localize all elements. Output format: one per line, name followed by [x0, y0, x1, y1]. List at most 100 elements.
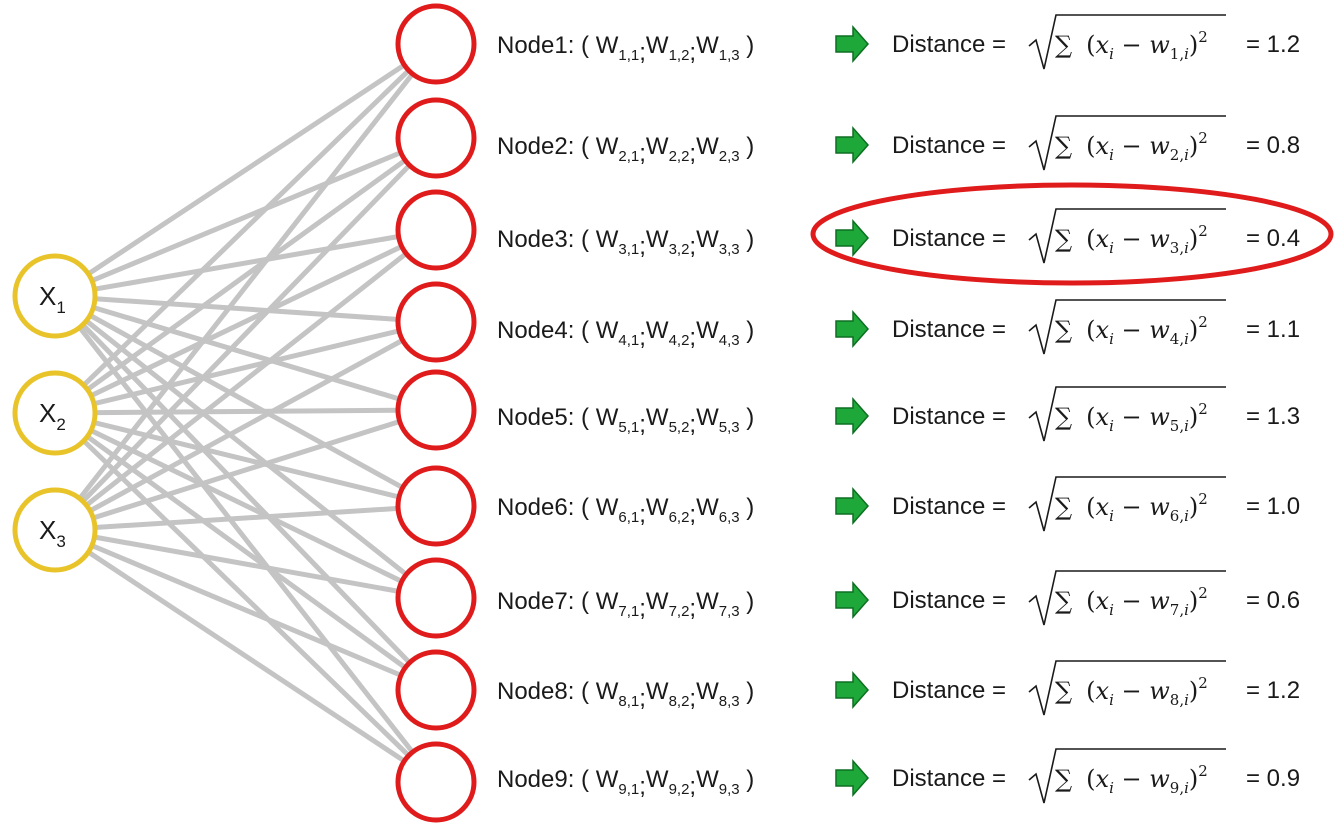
distance-row: Node5: ( W5,1;W5,2;W5,3 ) Distance = ∑(xi …: [497, 386, 1300, 442]
node-weights-label: Node5: ( W5,1;W5,2;W5,3 ): [497, 404, 754, 438]
distance-label: Distance =: [892, 677, 1006, 704]
connection-line: [54, 227, 437, 299]
arrow-right-icon: [835, 397, 870, 435]
distance-formula: ∑(xi − w5,i)2: [1055, 400, 1208, 435]
distance-value: = 0.6: [1246, 587, 1300, 614]
sqrt-sign: [1028, 115, 1226, 171]
distance-formula: ∑(xi − w4,i)2: [1055, 313, 1208, 348]
distance-formula: ∑(xi − w3,i)2: [1055, 222, 1208, 257]
connection-line: [54, 503, 437, 533]
distance-formula: ∑(xi − w1,i)2: [1055, 28, 1208, 63]
connection-line: [53, 227, 438, 416]
distance-formula: ∑(xi − w9,i)2: [1055, 762, 1208, 797]
distance-formula: ∑(xi − w8,i)2: [1055, 674, 1208, 709]
arrow-right-icon: [835, 310, 870, 348]
connection-line: [54, 410, 437, 509]
output-node: [395, 465, 477, 547]
arrow-right-icon: [835, 219, 870, 257]
distance-label: Distance =: [892, 132, 1006, 159]
connection-line: [53, 527, 438, 785]
distance-value: = 1.2: [1246, 677, 1300, 704]
node-weights-label: Node3: ( W3,1;W3,2;W3,3 ): [497, 226, 754, 260]
node-weights-label: Node7: ( W7,1;W7,2;W7,3 ): [497, 588, 754, 622]
distance-row: Node8: ( W8,1;W8,2;W8,3 ) Distance = ∑(xi …: [497, 660, 1300, 716]
distance-value: = 0.4: [1246, 225, 1300, 252]
distance-label: Distance =: [892, 225, 1006, 252]
connection-line: [53, 410, 438, 601]
connection-line: [53, 410, 438, 693]
sqrt-sign: [1028, 748, 1226, 804]
distance-formula: ∑(xi − w7,i)2: [1055, 584, 1208, 619]
sqrt-sign: [1028, 14, 1226, 70]
connection-line: [54, 407, 437, 533]
sqrt-sign: [1028, 208, 1226, 264]
connection-line: [54, 527, 437, 601]
distance-formula: ∑(xi − w2,i)2: [1055, 129, 1208, 164]
connection-line: [53, 41, 438, 299]
output-node: [395, 281, 477, 363]
sqrt-sign: [1028, 476, 1226, 532]
connection-line: [53, 42, 438, 415]
output-layer: [395, 3, 477, 823]
distance-row: Node4: ( W4,1;W4,2;W4,3 ) Distance = ∑(xi …: [497, 299, 1300, 355]
output-node: [395, 369, 477, 451]
distance-row: Node9: ( W9,1;W9,2;W9,3 ) Distance = ∑(xi …: [497, 748, 1300, 804]
highlight-ellipse: [810, 182, 1334, 286]
node-weights-label: Node4: ( W4,1;W4,2;W4,3 ): [497, 317, 754, 351]
output-node: [395, 649, 477, 731]
input-circle: [12, 487, 98, 573]
connection-line: [53, 294, 438, 600]
input-node: X1: [12, 253, 98, 339]
distance-label: Distance =: [892, 31, 1006, 58]
distance-label: Distance =: [892, 493, 1006, 520]
connection-line: [53, 42, 438, 532]
distance-value: = 1.2: [1246, 31, 1300, 58]
distance-value: = 1.3: [1246, 403, 1300, 430]
distance-value: = 0.8: [1246, 132, 1300, 159]
node-weights-label: Node1: ( W1,1;W1,2;W1,3 ): [497, 32, 754, 66]
arrow-right-icon: [835, 25, 870, 63]
connection-line: [54, 293, 437, 325]
connection-line: [53, 135, 438, 416]
sqrt-sign: [1028, 570, 1226, 626]
distance-rows: Node1: ( W1,1;W1,2;W1,3 ) Distance = ∑(xi …: [497, 14, 1334, 804]
distance-label: Distance =: [892, 765, 1006, 792]
sqrt-sign: [1028, 660, 1226, 716]
input-node: X3: [12, 487, 98, 573]
connection-line: [53, 411, 438, 784]
node-weights-label: Node9: ( W9,1;W9,2;W9,3 ): [497, 766, 754, 800]
connection-line: [54, 527, 437, 693]
distance-value: = 1.1: [1246, 316, 1300, 343]
distance-row: Node1: ( W1,1;W1,2;W1,3 ) Distance = ∑(xi …: [497, 14, 1300, 70]
connection-line: [53, 136, 438, 532]
input-label: X1: [39, 281, 66, 317]
connection-lines: [53, 41, 438, 785]
node-weights-label: Node6: ( W6,1;W6,2;W6,3 ): [497, 494, 754, 528]
input-circle: [12, 253, 98, 339]
arrow-right-icon: [835, 671, 870, 709]
output-node: [395, 3, 477, 85]
input-node: X2: [12, 370, 98, 456]
connection-line: [53, 228, 438, 532]
connection-line: [53, 293, 438, 509]
output-node: [395, 189, 477, 271]
distance-label: Distance =: [892, 316, 1006, 343]
arrow-right-icon: [835, 487, 870, 525]
output-node: [395, 557, 477, 639]
connection-line: [54, 407, 437, 416]
sqrt-sign: [1028, 299, 1226, 355]
sqrt-sign: [1028, 386, 1226, 442]
node-weights-label: Node8: ( W8,1;W8,2;W8,3 ): [497, 678, 754, 712]
distance-value: = 1.0: [1246, 493, 1300, 520]
arrow-right-icon: [835, 126, 870, 164]
distance-row: Node2: ( W2,1;W2,2;W2,3 )Distance =∑(xi …: [497, 115, 1300, 171]
distance-row: Node3: ( W3,1;W3,2;W3,3 ) Distance = ∑(xi …: [497, 182, 1334, 286]
distance-label: Distance =: [892, 403, 1006, 430]
distance-value: = 0.9: [1246, 765, 1300, 792]
input-label: X2: [39, 398, 66, 434]
arrow-right-icon: [835, 581, 870, 619]
connection-line: [54, 319, 437, 416]
distance-formula: ∑(xi − w6,i)2: [1055, 490, 1208, 525]
